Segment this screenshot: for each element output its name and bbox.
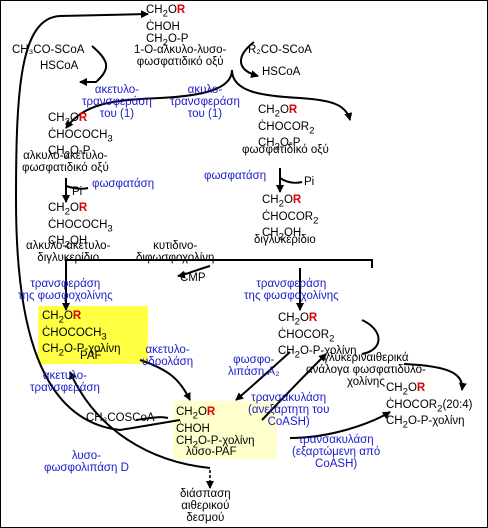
paf-molecule: CH2OR ĊHOCOCH3 CH2O-P-χολίνη [42,310,121,359]
acylcoa-curve [240,41,259,79]
enzyme-transacylase-dep: τρανσακυλάση (εξαρτώμενη από CoASH) [292,434,381,470]
cmp-curve [177,265,211,279]
hscoa-left: HSCoA [40,60,79,72]
acetyl-pa-label: αλκυλο-ακετυλο- φωσφατιδικό οξύ [22,150,109,174]
enzyme-phosphatase-right: φωσφατάση [204,170,267,182]
top-split-arrow [65,69,233,129]
acetylhydrolase-arrow [139,359,191,401]
acyl-dg-label: διγλυκερίδιο [254,234,316,246]
ether-bond-degradation: διάσπαση αιθερικού δεσμού [180,488,231,524]
enzyme-cpt-left: τρανσφεράση της φωσφοχολίνης [18,278,113,302]
aa-curve [403,363,467,391]
acetyl-dg-molecule: CH2OR ĊHOCOCH3 CH2OH [48,202,113,251]
pi-left: Pi [72,186,83,198]
enzyme-acetyltransferase-1: ακετυλο- τρανσφεράση του (1) [82,84,152,120]
transacylase-dep-arrow [289,411,391,439]
pla2-arrow [235,351,291,401]
acyl-pa-molecule: CH2OR ĊHOCOR2 CH2O-P [258,104,315,153]
enzyme-acetyltransferase: ακετυλο- τρανσφεράση [30,370,100,394]
acyl-pa-label: φωσφατιδικό οξύ [242,144,329,156]
cdp-bar [65,259,373,268]
acetyl-coa-top: CH₃CO-SCoA [12,44,85,56]
acetylcoa-curve [79,45,107,86]
cdp-choline: κυτιδινο- διφωσφοχολίνη [136,240,215,264]
lyso-pa-molecule: CH2OR ĊHOH CH2O-P [146,4,189,49]
recycle-loop-arrow [14,10,181,432]
enzyme-phosphatase-left: φωσφατάση [92,178,155,190]
acetylcoa-bottom-curve [135,416,169,421]
pi-left-curve [65,185,89,190]
cmp: CMP [180,272,206,284]
lyso-paf-label: λυσο-PAF [186,446,237,458]
transacylase-indep-arrow [261,353,327,421]
hscoa-right: HSCoA [262,66,301,78]
lyso-paf-molecule: CH2OR ĊHOH CH2O-P-χολίνη [176,406,255,451]
pi-right: Pi [304,176,315,188]
lyso-pa-label: 1-O-αλκυλο-λυσο- φωσφατιδικό οξύ [134,44,227,68]
acyl-coa: R₂CO-SCoA [248,44,312,56]
acetyl-coa-bottom: CH₃COSCoA [86,412,155,424]
lyso-paf-highlight [173,401,277,459]
pi-right-curve [279,177,303,184]
acyl-dg-molecule: CH2OR ĊHOCOR2 CH2OH [262,194,319,243]
aa-pc-molecule: CH2OR ĊHOCOR2(20:4) CH2O-P-χολίνη [386,382,473,431]
enzyme-acyltransferase-1: ακυλο- τρανσφεράση του (1) [170,84,240,120]
enzyme-lyso-pld: λυσο- φωσφολιπάση D [44,450,129,474]
top-split-right [231,69,353,121]
paf-highlight [38,306,148,364]
acyl-pc-label: γλυκεριναιθερικά ανάλογα φωσφατιδυλο- χο… [306,352,426,388]
acetyltransferase-arrow [69,371,211,469]
enzyme-cpt-right: τρανσφεράση της φωσφοχολίνης [244,278,339,302]
acetyl-dg-label: αλκυλο-ακετυλο- διγλυκερίδιο [26,240,111,264]
acetyl-pa-molecule: CH2OR ĊHOCOCH3 CH2O-P [48,112,113,161]
enzyme-acetylhydrolase: ακετυλο- υδρολάση [142,344,194,368]
paf-label: PAF [80,350,102,362]
acyl-pc-molecule: CH2OR ĊHOCOR2 CH2O-P-χολίνη [278,312,357,361]
enzyme-pla2: φωσφο- λιπάση A₂ [228,354,280,378]
transacylase-indep-curve [361,319,380,355]
enzyme-transacylase-indep: τρανσακυλάση (ανεξάρτητη του CoASH) [248,392,330,428]
